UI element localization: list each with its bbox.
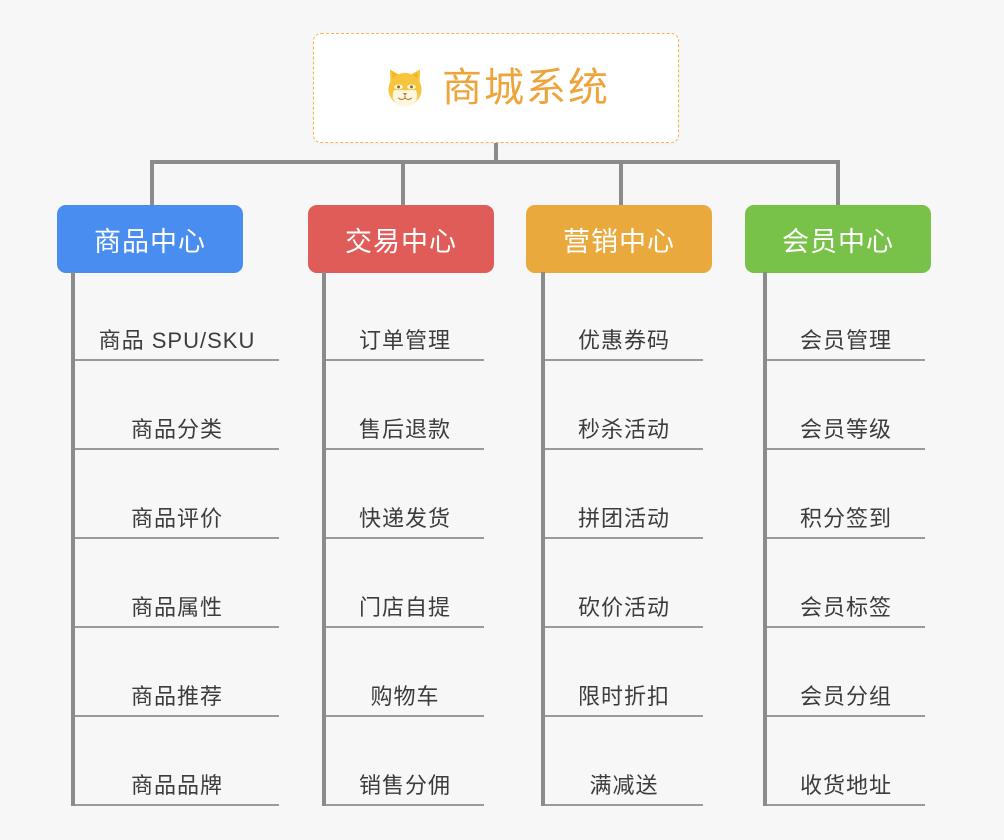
leaf-item[interactable]: 商品分类 [75,361,279,450]
branch-label: 交易中心 [345,226,457,257]
leaf-item-label: 限时折扣 [577,683,670,709]
branch-box-2[interactable]: 交易中心 [308,205,494,273]
leaf-column-1: 商品 SPU/SKU 商品分类商品评价商品属性商品推荐商品品牌 [71,272,279,806]
leaf-column-4: 会员管理会员等级积分签到会员标签会员分组收货地址 [763,272,925,806]
leaf-item-label: 商品 SPU/SKU [98,327,256,353]
leaf-column-3: 优惠券码秒杀活动拼团活动砍价活动限时折扣满减送 [541,272,703,806]
leaf-item-label: 快递发货 [358,505,451,531]
connector-drop-2 [401,160,405,205]
branch-label: 营销中心 [563,226,675,257]
connector-drop-1 [150,160,154,205]
leaf-item-label: 门店自提 [358,594,451,620]
leaf-item[interactable]: 拼团活动 [545,450,703,539]
leaf-item-label: 收货地址 [799,772,892,798]
leaf-item[interactable]: 秒杀活动 [545,361,703,450]
leaf-item-label: 满减送 [589,772,659,798]
leaf-item[interactable]: 商品评价 [75,450,279,539]
root-node[interactable]: 商城系统 [313,33,679,143]
leaf-item[interactable]: 会员管理 [767,272,925,361]
column-spine [763,272,767,806]
leaf-item[interactable]: 满减送 [545,717,703,806]
leaf-item-label: 商品推荐 [130,683,223,709]
leaf-item-label: 商品分类 [130,416,223,442]
leaf-item[interactable]: 门店自提 [326,539,484,628]
branch-box-3[interactable]: 营销中心 [526,205,712,273]
leaf-item-label: 会员等级 [799,416,892,442]
leaf-item-label: 订单管理 [358,327,451,353]
leaf-item[interactable]: 商品 SPU/SKU [75,272,279,361]
connector-drop-4 [836,160,840,205]
shiba-dog-face-icon [382,65,428,111]
leaf-item[interactable]: 优惠券码 [545,272,703,361]
leaf-item[interactable]: 会员标签 [767,539,925,628]
leaf-column-2: 订单管理售后退款快递发货门店自提购物车销售分佣 [322,272,484,806]
leaf-item[interactable]: 购物车 [326,628,484,717]
connector-root-stem [494,143,498,164]
leaf-item-label: 商品评价 [130,505,223,531]
leaf-item[interactable]: 订单管理 [326,272,484,361]
leaf-item-label: 会员标签 [799,594,892,620]
leaf-item[interactable]: 积分签到 [767,450,925,539]
leaf-item[interactable]: 销售分佣 [326,717,484,806]
column-spine [71,272,75,806]
root-node-content: 商城系统 [382,65,610,111]
connector-drop-3 [619,160,623,205]
leaf-item-label: 售后退款 [358,416,451,442]
leaf-item-label: 会员分组 [799,683,892,709]
leaf-item-label: 砍价活动 [577,594,670,620]
leaf-item[interactable]: 商品品牌 [75,717,279,806]
leaf-item[interactable]: 快递发货 [326,450,484,539]
branch-box-1[interactable]: 商品中心 [57,205,243,273]
leaf-item-label: 商品品牌 [130,772,223,798]
column-spine [322,272,326,806]
connector-horizontal-bus [150,160,840,164]
leaf-item-label: 销售分佣 [358,772,451,798]
leaf-item-label: 优惠券码 [577,327,670,353]
branch-label: 会员中心 [782,226,894,257]
branch-label: 商品中心 [94,226,206,257]
leaf-item-label: 商品属性 [130,594,223,620]
leaf-item[interactable]: 收货地址 [767,717,925,806]
leaf-item[interactable]: 商品属性 [75,539,279,628]
leaf-item[interactable]: 会员等级 [767,361,925,450]
leaf-item[interactable]: 售后退款 [326,361,484,450]
leaf-item[interactable]: 砍价活动 [545,539,703,628]
leaf-item-label: 购物车 [370,683,440,709]
branch-box-4[interactable]: 会员中心 [745,205,931,273]
leaf-item-label: 积分签到 [799,505,892,531]
leaf-item[interactable]: 限时折扣 [545,628,703,717]
leaf-item[interactable]: 会员分组 [767,628,925,717]
leaf-item-label: 拼团活动 [577,505,670,531]
leaf-item[interactable]: 商品推荐 [75,628,279,717]
root-node-label: 商城系统 [442,66,610,110]
leaf-item-label: 会员管理 [799,327,892,353]
leaf-item-label: 秒杀活动 [577,416,670,442]
column-spine [541,272,545,806]
